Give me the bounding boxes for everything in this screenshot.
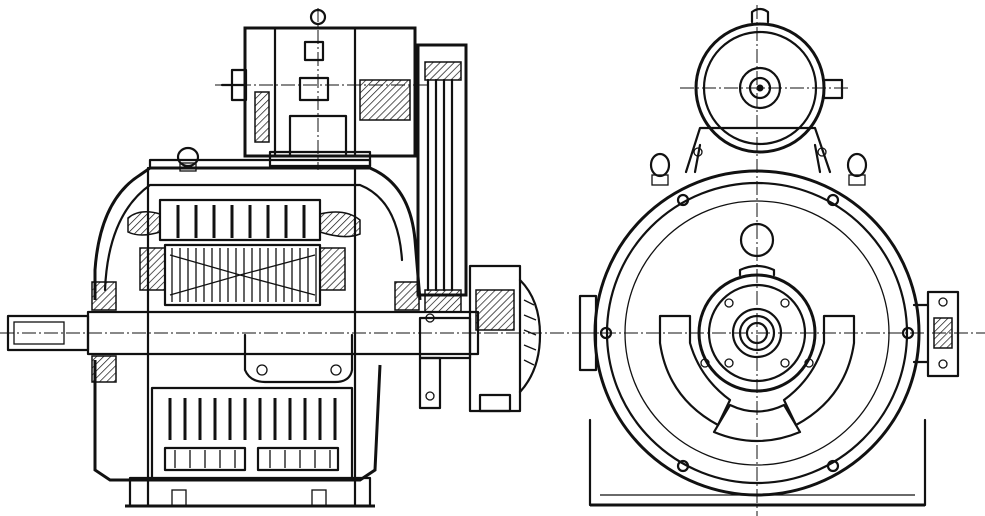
- front-end-view: [578, 5, 985, 516]
- lifting-eye: [176, 146, 200, 172]
- vent-openings: [658, 314, 856, 443]
- side-terminal-box: [912, 290, 960, 378]
- end-shield-ring: [605, 181, 909, 485]
- mounting-feet: [125, 489, 375, 508]
- shaft: [6, 310, 480, 356]
- front-lifting-eyes: [649, 152, 868, 186]
- end-shield-inner-ring: [624, 200, 890, 466]
- rotor: [163, 243, 322, 307]
- bearing-housing: [697, 264, 817, 393]
- auxiliary-unit-end: [680, 7, 850, 174]
- side-section-view: [0, 8, 580, 508]
- bearings: [91, 281, 420, 383]
- side-flange-left: [578, 294, 598, 372]
- top-cover: [148, 158, 372, 170]
- terminal-box: [243, 333, 354, 384]
- stator-core: [158, 198, 322, 242]
- end-windings: [127, 211, 361, 291]
- ventilation-box: [150, 386, 354, 482]
- inspection-cover: [739, 222, 775, 258]
- belt-drive: [416, 43, 468, 313]
- auxiliary-unit-top: [215, 8, 430, 170]
- rim-bolts: [599, 193, 915, 473]
- end-pulley-assembly: [418, 264, 542, 413]
